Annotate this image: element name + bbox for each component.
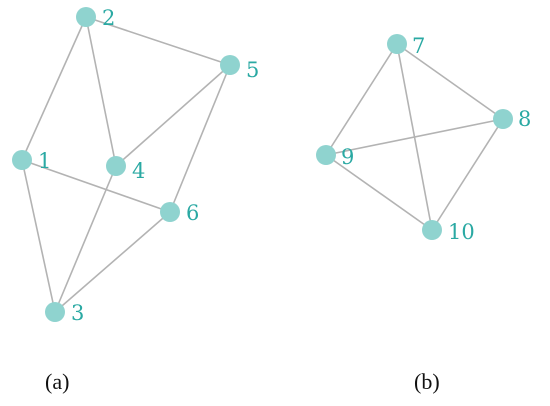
edge-7-9 (325, 43, 398, 156)
node-10 (422, 220, 442, 240)
edge-1-3 (21, 159, 56, 313)
node-label-6: 6 (186, 201, 199, 225)
node-label-7: 7 (412, 34, 425, 58)
edges-layer (21, 16, 504, 313)
node-7 (387, 34, 407, 54)
edge-2-1 (21, 16, 87, 161)
edge-4-3 (54, 165, 117, 313)
edge-2-5 (85, 16, 231, 66)
node-5 (220, 55, 240, 75)
edge-6-3 (54, 211, 171, 313)
edge-7-8 (396, 43, 504, 120)
edge-9-8 (325, 118, 504, 156)
nodes-layer: 1 2 3 4 5 6 7 8 9 10 (12, 6, 531, 325)
node-label-2: 2 (102, 6, 115, 30)
node-9 (316, 145, 336, 165)
node-label-4: 4 (132, 159, 145, 183)
node-label-8: 8 (518, 107, 531, 131)
caption-a: (a) (45, 369, 69, 394)
node-label-1: 1 (38, 149, 51, 173)
node-2 (76, 7, 96, 27)
node-3 (45, 302, 65, 322)
node-1 (12, 150, 32, 170)
edge-5-4 (115, 64, 231, 167)
node-label-5: 5 (246, 58, 259, 82)
node-8 (493, 109, 513, 129)
edge-8-10 (431, 118, 504, 231)
caption-b: (b) (414, 369, 440, 394)
edge-1-6 (21, 159, 171, 213)
node-6 (160, 202, 180, 222)
edge-5-6 (169, 64, 231, 213)
edge-9-10 (325, 154, 433, 231)
node-label-3: 3 (71, 301, 84, 325)
node-label-10: 10 (448, 220, 475, 244)
node-label-9: 9 (341, 145, 354, 169)
edge-2-4 (85, 16, 117, 167)
node-4 (106, 156, 126, 176)
